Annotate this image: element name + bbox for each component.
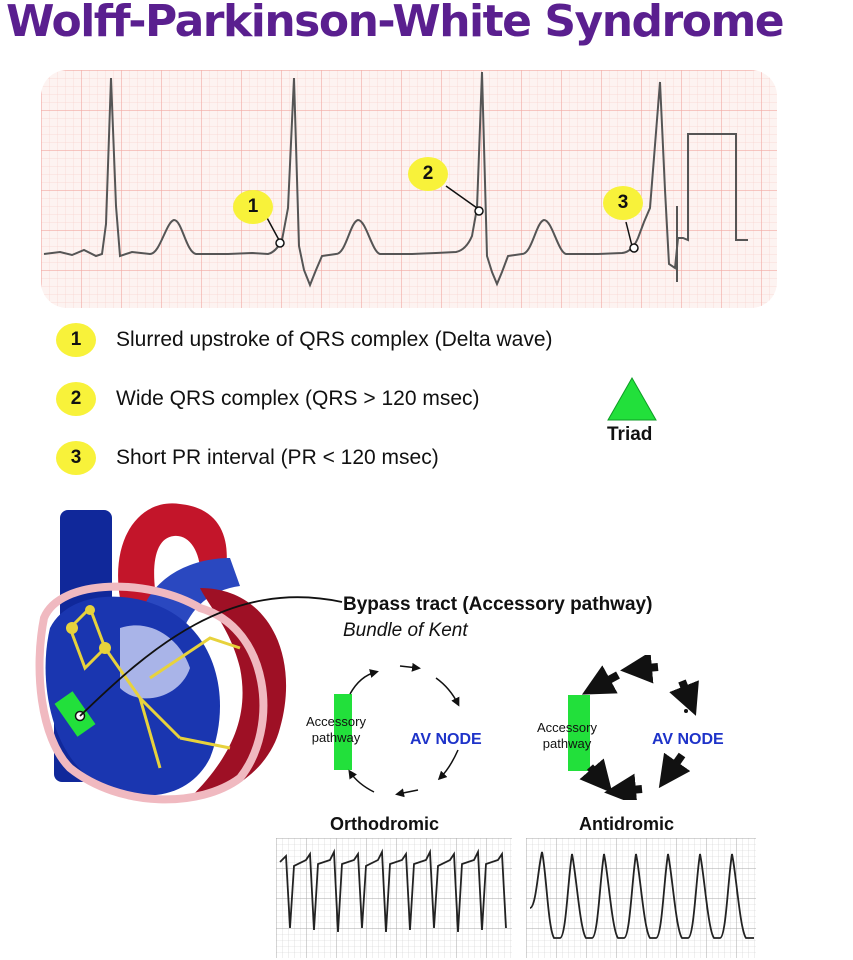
chamber-interior — [120, 625, 190, 699]
legend-number: 3 — [56, 441, 96, 475]
aorta — [118, 503, 227, 608]
heart-illustration — [35, 503, 343, 804]
legend-item: 2 Wide QRS complex (QRS > 120 msec) — [56, 379, 480, 419]
ecg-strip-panel — [41, 70, 777, 308]
antidromic-rhythm-strip — [526, 838, 756, 958]
legend-number: 2 — [56, 382, 96, 416]
page-title: Wolff-Parkinson-White Syndrome — [6, 0, 785, 47]
green-triangle-icon — [607, 376, 657, 421]
av-node — [99, 642, 111, 654]
ecg-marker-1: 1 — [233, 190, 273, 224]
myocardium-outline — [35, 582, 268, 804]
bypass-title: Bypass tract (Accessory pathway) — [343, 594, 653, 615]
antidromic-accessory-label: Accessory pathway — [537, 720, 597, 751]
bypass-pointer-line — [79, 596, 343, 717]
legend-item: 3 Short PR interval (PR < 120 msec) — [56, 438, 439, 478]
orthodromic-av-node-label: AV NODE — [410, 731, 482, 748]
triad-label: Triad — [607, 424, 653, 445]
antidromic-circuit — [568, 655, 699, 800]
orthodromic-accessory-label: Accessory pathway — [306, 714, 366, 745]
ecg-marker-3: 3 — [603, 186, 643, 220]
accessory-pathway-block — [334, 694, 352, 770]
sa-node — [66, 622, 78, 634]
accessory-pathway-block — [568, 695, 590, 771]
antidromic-label: Antidromic — [579, 814, 675, 834]
legend-item: 1 Slurred upstroke of QRS complex (Delta… — [56, 320, 553, 360]
orthodromic-label: Orthodromic — [330, 814, 440, 834]
bypass-subtitle: Bundle of Kent — [343, 620, 468, 641]
ecg-marker-2: 2 — [408, 157, 448, 191]
orthodromic-rhythm-strip — [276, 838, 512, 958]
legend-text: Slurred upstroke of QRS complex (Delta w… — [116, 328, 553, 351]
antidromic-av-node-label: AV NODE — [652, 731, 724, 748]
left-ventricle — [190, 588, 287, 798]
legend-text: Short PR interval (PR < 120 msec) — [116, 446, 439, 469]
ecg-grid — [41, 70, 777, 308]
ecg-trace — [43, 71, 748, 288]
accessory-pathway — [54, 691, 96, 737]
legend-number: 1 — [56, 323, 96, 357]
ecg-strip — [41, 70, 777, 308]
legend-text: Wide QRS complex (QRS > 120 msec) — [116, 387, 480, 410]
orthodromic-circuit — [334, 662, 460, 798]
